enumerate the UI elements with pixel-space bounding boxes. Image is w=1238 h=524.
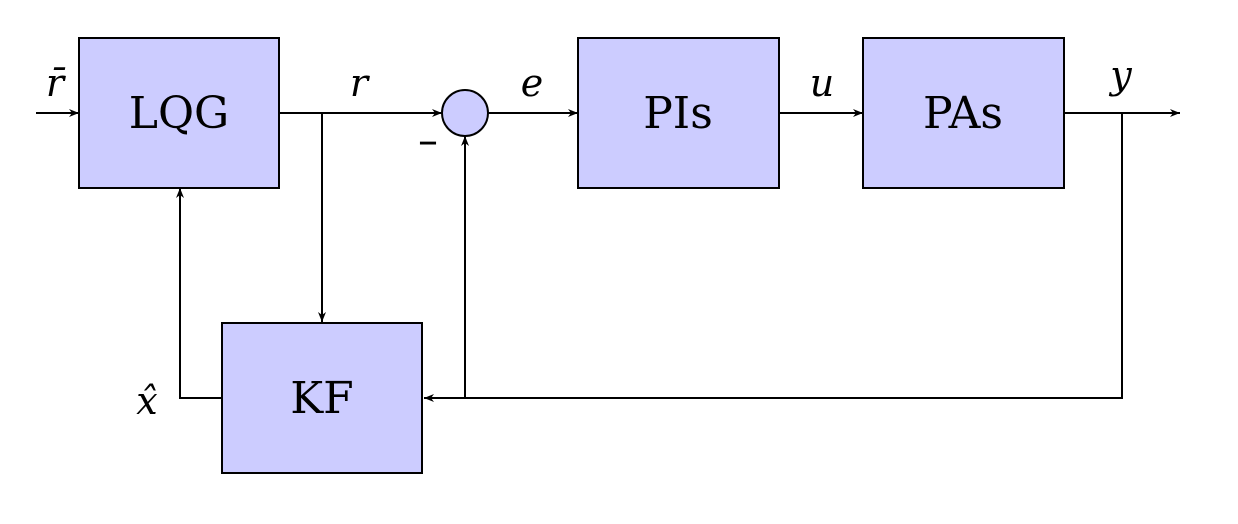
signal-y: y (1108, 53, 1132, 97)
signal-e: e (521, 61, 544, 105)
signal-r-bar: r̄ (46, 61, 67, 105)
wire-kf-to-lqg (176, 188, 222, 399)
sum-minus-sign: – (418, 118, 438, 164)
kf-block: KF (221, 322, 423, 474)
wire-y-feedback-to-kf (424, 113, 1123, 402)
wires (36, 109, 1180, 402)
lqg-block: LQG (78, 37, 280, 189)
signal-x-hat: x̂ (136, 379, 157, 423)
signal-r: r (350, 61, 371, 105)
kf-label: KF (290, 373, 353, 424)
pis-block: PIs (577, 37, 780, 189)
pas-block: PAs (862, 37, 1065, 189)
lqg-label: LQG (129, 88, 229, 139)
summing-junction (441, 89, 489, 137)
pas-label: PAs (923, 88, 1003, 139)
signal-u: u (810, 61, 834, 105)
pis-label: PIs (643, 88, 713, 139)
